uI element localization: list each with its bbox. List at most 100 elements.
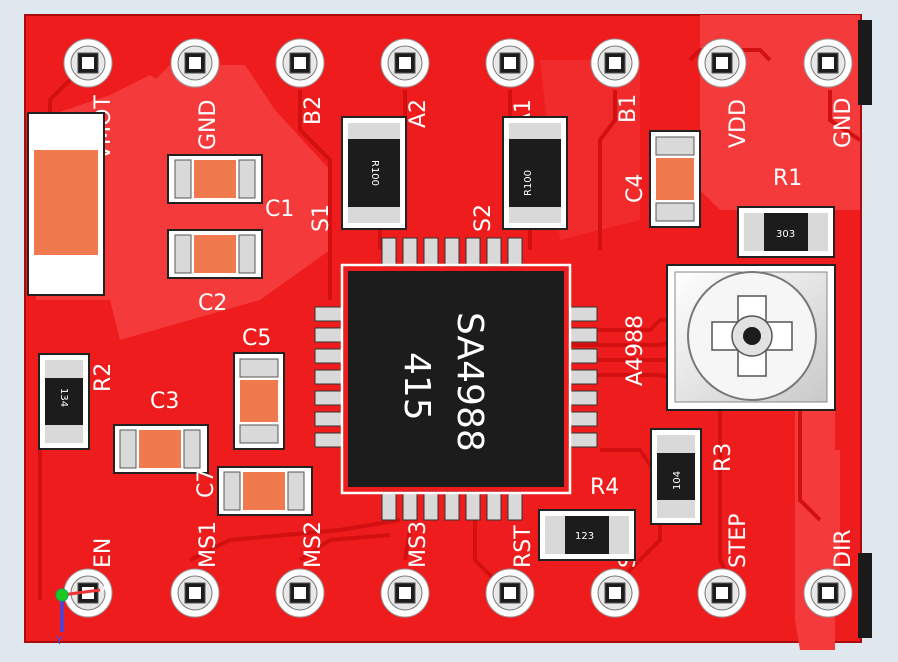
resistor-r2[interactable]: 134 <box>38 353 90 450</box>
pin-label-gnd-2: GND <box>831 98 856 148</box>
bottom-pin-labels: EN MS1 MS2 MS3 RST SLP STEP DIR <box>91 513 856 568</box>
ic-lead-top <box>507 237 523 267</box>
top-pin-labels: VMOT GND B2 A2 A1 B1 VDD GND <box>91 94 856 160</box>
ic-pins <box>314 237 598 521</box>
code-r4: 123 <box>575 531 594 542</box>
header-pin-top-gnd-7[interactable] <box>803 38 853 88</box>
pin-label-en: EN <box>91 538 116 568</box>
label-c1: C1 <box>265 197 294 222</box>
label-c5: C5 <box>242 326 271 351</box>
ic-lead-bottom <box>465 491 481 521</box>
header-pin-top-a1-4[interactable] <box>485 38 535 88</box>
ic-lead-top <box>423 237 439 267</box>
label-c3: C3 <box>150 389 179 414</box>
ic-lead-bottom <box>381 491 397 521</box>
ic-lead-left <box>314 348 344 364</box>
vmot-electrolytic-capacitor[interactable] <box>27 112 105 296</box>
ic-lead-left <box>314 411 344 427</box>
ic-lead-left <box>314 432 344 448</box>
label-a4988: A4988 <box>623 315 648 386</box>
bottom-header-pins[interactable] <box>63 568 853 618</box>
ic-lead-top <box>381 237 397 267</box>
ic-lead-right <box>568 306 598 322</box>
ic-lead-right <box>568 348 598 364</box>
axis-triad: X Y <box>55 582 108 647</box>
code-rs1: R100 <box>369 160 380 186</box>
resistor-r4[interactable]: 123 <box>538 509 636 561</box>
ic-lead-bottom <box>507 491 523 521</box>
label-r2: R2 <box>91 363 116 392</box>
ic-lead-top <box>444 237 460 267</box>
ic-lead-left <box>314 390 344 406</box>
pin-label-dir: DIR <box>831 529 856 568</box>
ic-lead-right <box>568 432 598 448</box>
ic-lead-top <box>402 237 418 267</box>
header-pin-bottom-dir-7[interactable] <box>803 568 853 618</box>
label-c7: C7 <box>194 469 219 498</box>
header-pin-bottom-step-6[interactable] <box>697 568 747 618</box>
header-pin-bottom-ms1-1[interactable] <box>170 568 220 618</box>
capacitor-c2[interactable] <box>167 229 263 279</box>
header-pin-top-b2-2[interactable] <box>275 38 325 88</box>
label-r3: R3 <box>711 443 736 472</box>
current-limit-potentiometer[interactable] <box>666 264 836 411</box>
ic-lead-bottom <box>423 491 439 521</box>
header-pin-top-b1-5[interactable] <box>590 38 640 88</box>
label-s1: S1 <box>309 204 334 232</box>
ic-lead-bottom <box>402 491 418 521</box>
header-pin-bottom-slp-5[interactable] <box>590 568 640 618</box>
code-r2: 134 <box>58 388 69 407</box>
header-pin-bottom-ms3-3[interactable] <box>380 568 430 618</box>
ic-lead-right <box>568 327 598 343</box>
label-s2: S2 <box>471 204 496 232</box>
ic-lead-top <box>486 237 502 267</box>
label-c4: C4 <box>623 174 648 203</box>
pin-label-ms2: MS2 <box>301 521 326 568</box>
header-pin-bottom-rst-4[interactable] <box>485 568 535 618</box>
ic-lead-top <box>465 237 481 267</box>
ic-lead-right <box>568 390 598 406</box>
resistor-r3[interactable]: 104 <box>650 428 702 525</box>
sense-resistor-1[interactable]: R100 <box>341 116 407 230</box>
code-r3: 104 <box>672 471 683 490</box>
header-pin-top-gnd-1[interactable] <box>170 38 220 88</box>
label-r1: R1 <box>773 166 802 191</box>
capacitor-c5[interactable] <box>233 352 285 450</box>
board-edge-connectors <box>858 20 872 638</box>
ic-lead-left <box>314 306 344 322</box>
ic-marking-line2: 415 <box>396 352 437 421</box>
ic-lead-right <box>568 411 598 427</box>
pin-label-rst: RST <box>511 525 536 568</box>
pin-label-a2: A2 <box>406 99 431 128</box>
pin-label-b1: B1 <box>616 94 641 123</box>
driver-ic[interactable]: SA4988 415 <box>314 237 598 521</box>
label-c2: C2 <box>198 291 227 316</box>
ic-lead-left <box>314 369 344 385</box>
header-pin-top-a2-3[interactable] <box>380 38 430 88</box>
axis-label-x: X <box>100 582 108 595</box>
sense-resistor-2[interactable]: R100 <box>502 116 568 230</box>
pin-label-gnd: GND <box>196 100 221 150</box>
top-header-pins[interactable] <box>63 38 853 88</box>
ic-lead-right <box>568 369 598 385</box>
capacitor-c4[interactable] <box>649 130 701 228</box>
code-rs2: R100 <box>523 170 534 196</box>
code-r1: 303 <box>776 229 795 240</box>
resistor-r1[interactable]: 303 <box>737 206 835 258</box>
pin-label-ms3: MS3 <box>406 521 431 568</box>
capacitor-c1[interactable] <box>167 154 263 204</box>
ic-marking-line1: SA4988 <box>449 312 490 452</box>
header-pin-top-vmot-0[interactable] <box>63 38 113 88</box>
pin-label-b2: B2 <box>301 96 326 125</box>
label-r4: R4 <box>590 475 619 500</box>
capacitor-c3[interactable] <box>113 424 209 474</box>
ic-lead-bottom <box>444 491 460 521</box>
pin-label-ms1: MS1 <box>196 521 221 568</box>
header-pin-bottom-ms2-2[interactable] <box>275 568 325 618</box>
pin-label-vdd: VDD <box>726 99 751 148</box>
capacitor-c7[interactable] <box>217 466 313 516</box>
pin-label-step: STEP <box>726 513 751 568</box>
ic-lead-bottom <box>486 491 502 521</box>
header-pin-top-vdd-6[interactable] <box>697 38 747 88</box>
